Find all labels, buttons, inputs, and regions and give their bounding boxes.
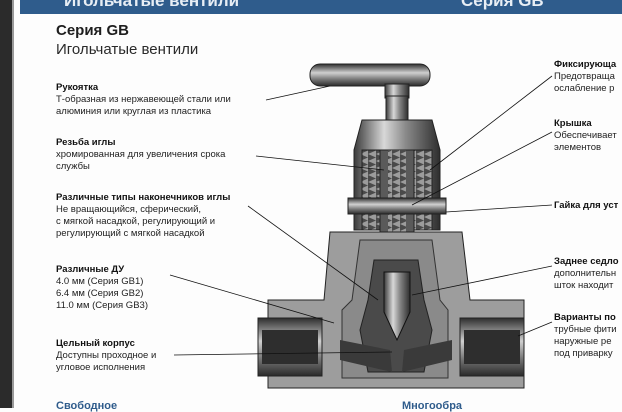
label-needle-thread-title: Резьба иглы [56, 137, 116, 148]
label-panel-nut-title: Гайка для уст [554, 200, 619, 211]
label-needle-tips-line: регулирующий с мягкой насадкой [56, 228, 205, 239]
label-end-connections-line: наружные ре [554, 336, 612, 347]
label-lock-line: ослабление р [554, 83, 615, 94]
label-bore-sizes-line: 6.4 мм (Серия GB2) [56, 288, 144, 299]
label-handle: Рукоятка Т-образная из нержавеющей стали… [56, 82, 231, 118]
label-bore-sizes-line: 4.0 мм (Серия GB1) [56, 276, 144, 287]
label-needle-tips-line: с мягкой насадкой, регулирующий и [56, 216, 216, 227]
label-needle-thread: Резьба иглы хромированная для увеличения… [56, 137, 225, 173]
label-needle-thread-line: хромированная для увеличения срока [56, 149, 226, 160]
label-panel-nut: Гайка для уст [554, 200, 618, 212]
label-bore-sizes-title: Различные ДУ [56, 264, 125, 275]
label-handle-title: Рукоятка [56, 82, 99, 93]
label-end-connections: Варианты по трубные фити наружные ре под… [554, 312, 617, 360]
label-back-seat-line: шток находит [554, 280, 614, 291]
label-bonnet-line: элементов [554, 142, 602, 153]
label-bore-sizes-line: 11.0 мм (Серия GB3) [56, 300, 148, 311]
label-solid-body-line: Доступны проходное и [56, 350, 157, 361]
label-solid-body: Цельный корпус Доступны проходное и угло… [56, 338, 156, 374]
label-bonnet: Крышка Обеспечивает элементов [554, 118, 617, 154]
footer-left-heading: Свободное [56, 400, 118, 412]
footer-right-heading: Многообра [402, 400, 463, 412]
header-banner: Игольчатые вентили Серия GB [20, 0, 622, 14]
label-bore-sizes: Различные ДУ 4.0 мм (Серия GB1) 6.4 мм (… [56, 264, 148, 312]
label-solid-body-line: угловое исполнения [56, 362, 146, 373]
handle-bar [309, 63, 431, 87]
label-needle-tips-line: Не вращающийся, сферический, [56, 204, 202, 215]
label-bonnet-line: Обеспечивает [554, 130, 617, 141]
label-back-seat-title: Заднее седло [554, 256, 619, 267]
needle-tip [383, 271, 411, 342]
label-lock-line: Предотвраща [554, 71, 615, 82]
banner-right-text: Серия GB [461, 0, 544, 10]
label-back-seat: Заднее седло дополнительн шток находит [554, 256, 619, 292]
leader-lines [169, 75, 553, 356]
page-subtitle: Игольчатые вентили [56, 41, 199, 58]
label-lock: Фиксирующа Предотвраща ослабление р [554, 59, 616, 95]
label-end-connections-line: трубные фити [554, 324, 617, 335]
label-handle-line: алюминия или круглая из пластика [56, 106, 212, 117]
banner-left-text: Игольчатые вентили [64, 0, 240, 10]
label-bonnet-title: Крышка [554, 118, 592, 129]
viewer-sidebar-edge [12, 0, 14, 408]
label-handle-line: Т-образная из нержавеющей стали или [56, 94, 231, 105]
viewer-sidebar [0, 0, 12, 408]
label-lock-title: Фиксирующа [554, 59, 617, 70]
page-title: Серия GB [56, 22, 129, 39]
label-end-connections-line: под приварку [554, 348, 613, 359]
label-end-connections-title: Варианты по [554, 312, 616, 323]
label-solid-body-title: Цельный корпус [56, 338, 135, 349]
label-needle-tips-title: Различные типы наконечников иглы [56, 192, 231, 203]
lock-nut [347, 197, 447, 215]
label-needle-tips: Различные типы наконечников иглы Не вращ… [56, 192, 230, 240]
label-back-seat-line: дополнительн [554, 268, 617, 279]
label-needle-thread-line: службы [56, 161, 90, 172]
